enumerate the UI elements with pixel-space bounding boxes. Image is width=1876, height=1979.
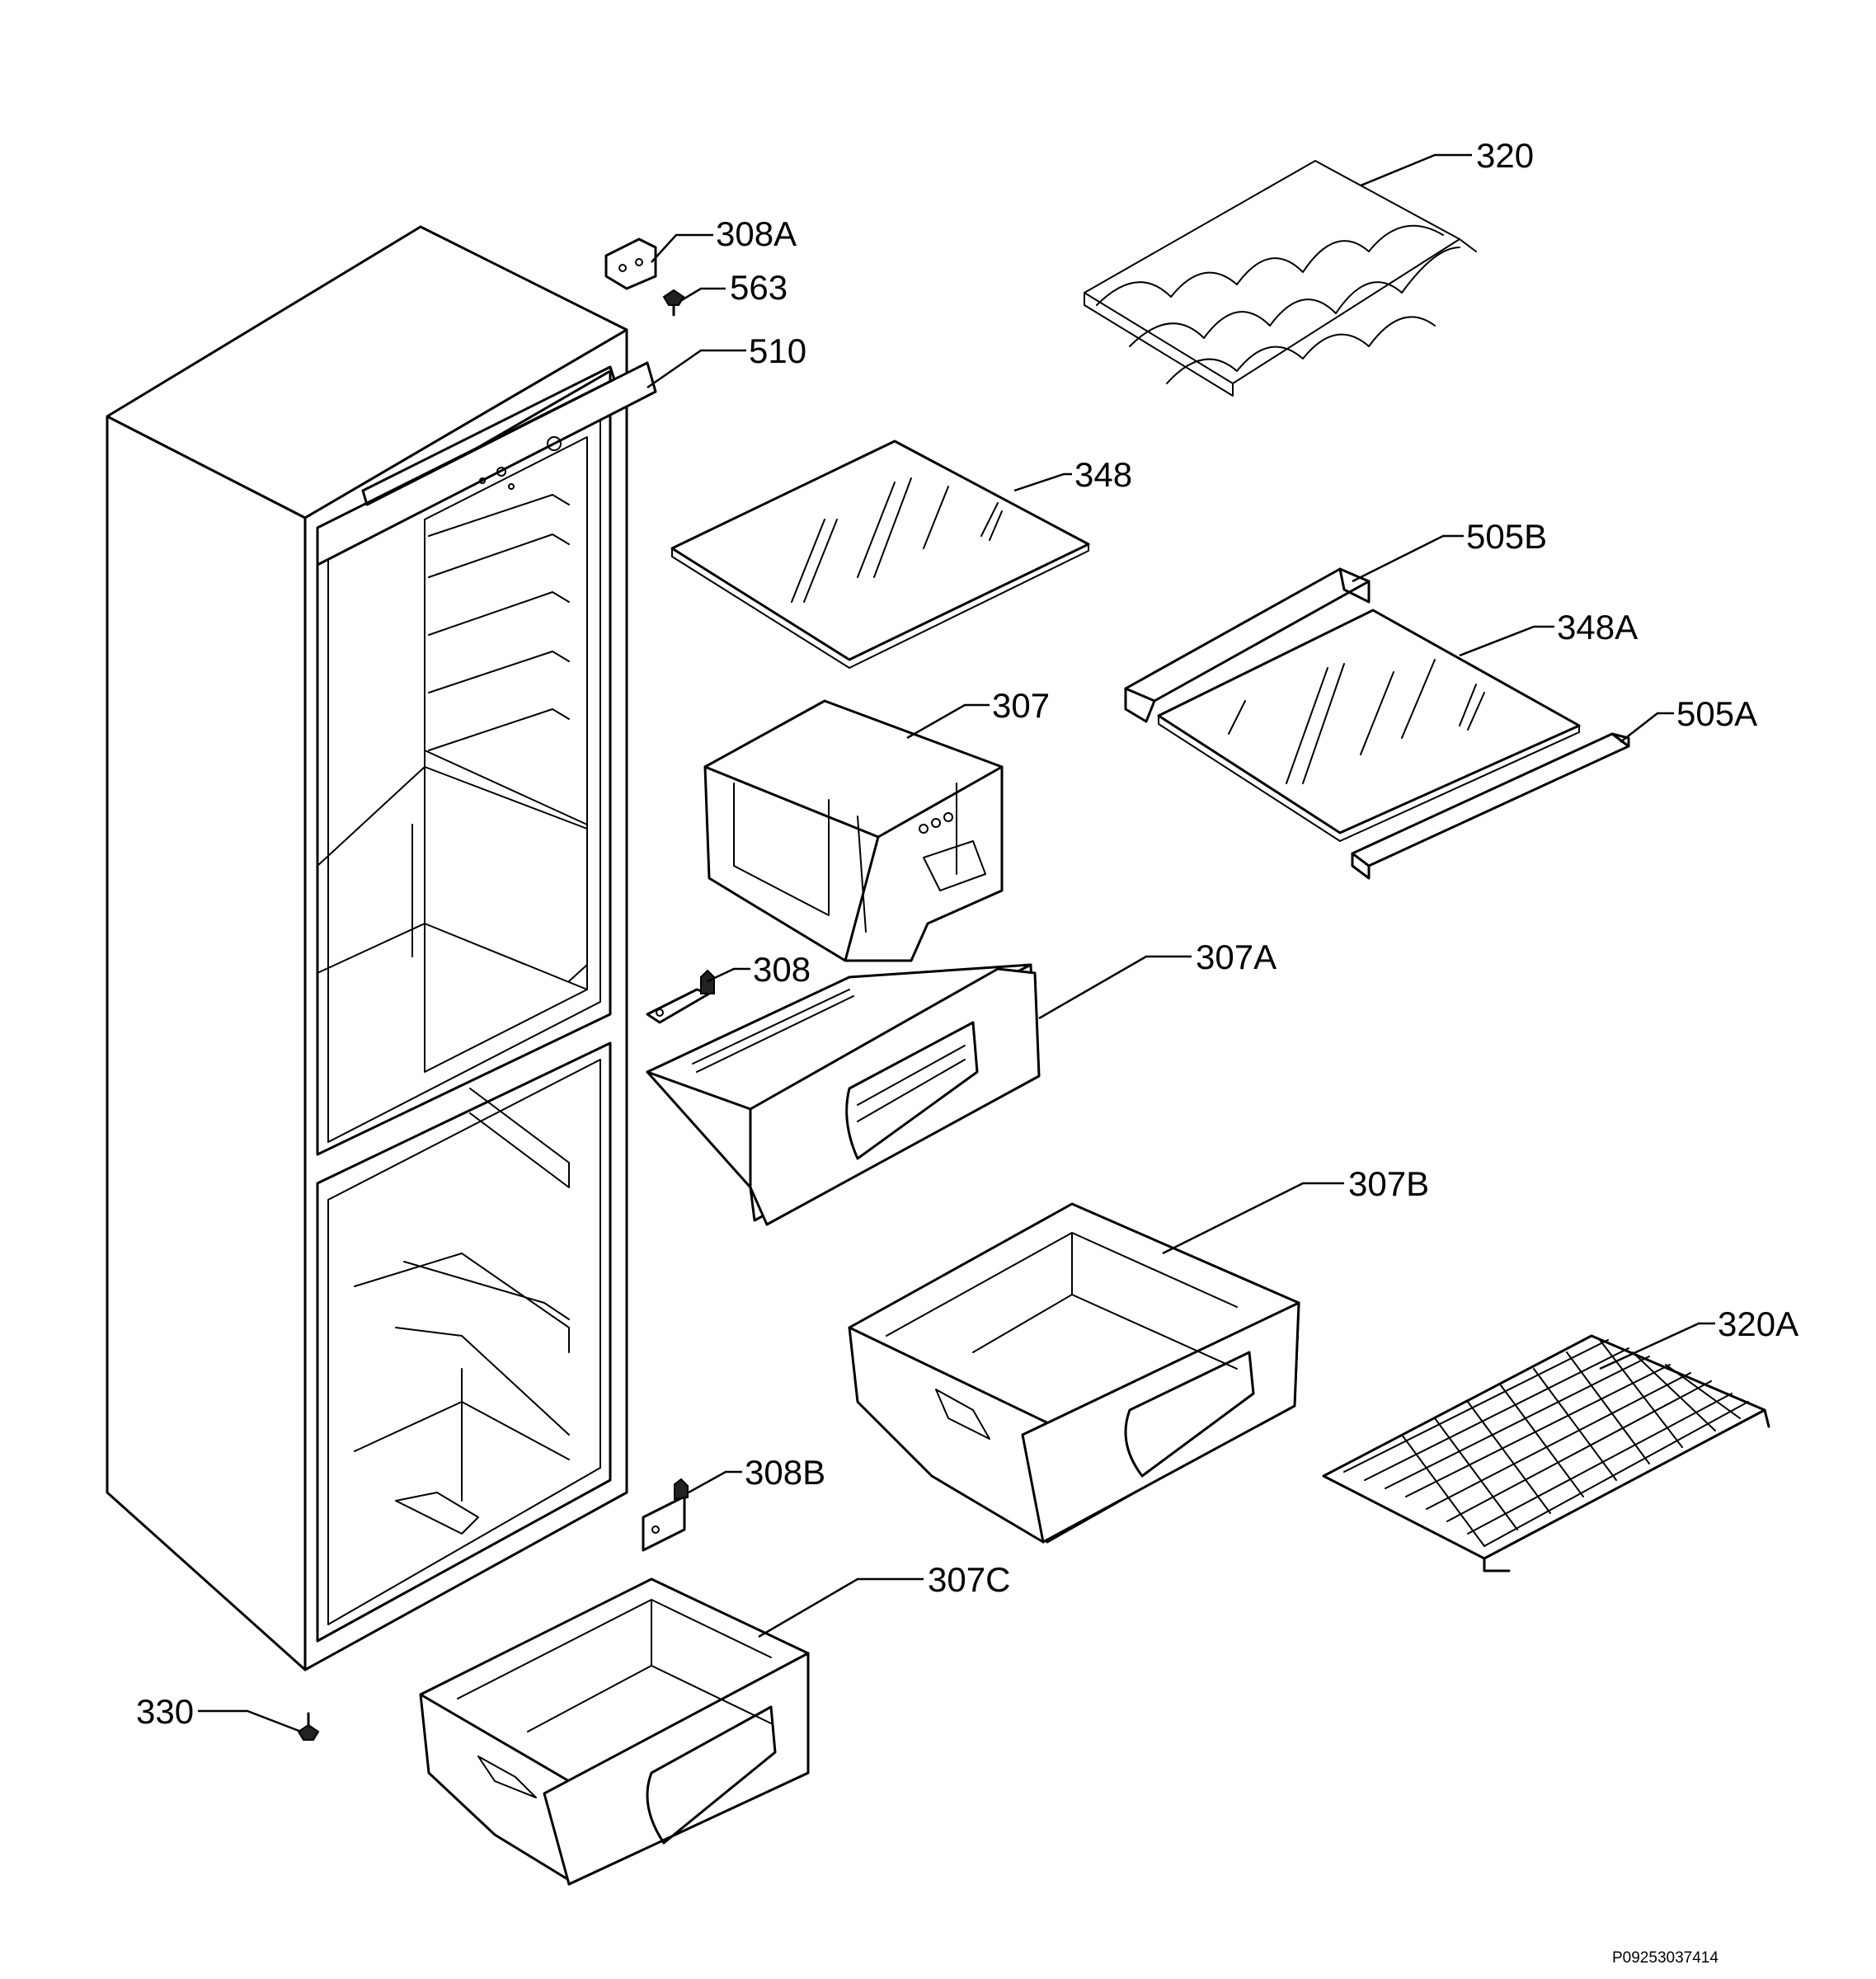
label-308a: 308A <box>716 214 797 253</box>
wine-rack-320 <box>1084 160 1477 397</box>
label-308: 308 <box>753 950 811 989</box>
label-505a: 505A <box>1676 694 1757 733</box>
shelf-assembly-348a <box>1124 567 1630 880</box>
leader-lines <box>198 153 1715 1733</box>
label-307: 307 <box>992 686 1050 725</box>
drawer-307b <box>848 1202 1300 1544</box>
drawing-reference-number: P09253037414 <box>1612 1949 1718 1967</box>
crisper-drawer-307 <box>703 699 1004 962</box>
drawer-307c <box>419 1577 810 1886</box>
label-307a: 307A <box>1196 938 1277 976</box>
label-348: 348 <box>1074 455 1132 494</box>
label-330: 330 <box>136 1692 194 1731</box>
label-307b: 307B <box>1348 1164 1429 1203</box>
label-307c: 307C <box>928 1560 1010 1599</box>
hinge-308 <box>646 969 715 1024</box>
bracket-308a <box>604 237 657 290</box>
wire-shelf-320a <box>1322 1334 1770 1572</box>
label-348a: 348A <box>1557 608 1638 646</box>
label-320: 320 <box>1476 136 1534 175</box>
fridge-cabinet <box>106 225 657 1671</box>
foot-330 <box>297 1712 320 1741</box>
label-505b: 505B <box>1466 517 1547 556</box>
glass-shelf-348 <box>670 440 1090 669</box>
screw-563 <box>662 289 685 317</box>
label-563: 563 <box>730 268 788 307</box>
label-308b: 308B <box>745 1453 825 1492</box>
hinge-308b <box>642 1478 689 1552</box>
part-labels: 320 308A 563 510 348 505B 348A 505A 307 … <box>136 136 1798 1731</box>
label-510: 510 <box>749 331 806 370</box>
label-320a: 320A <box>1718 1304 1798 1343</box>
drawer-307a <box>646 963 1041 1226</box>
